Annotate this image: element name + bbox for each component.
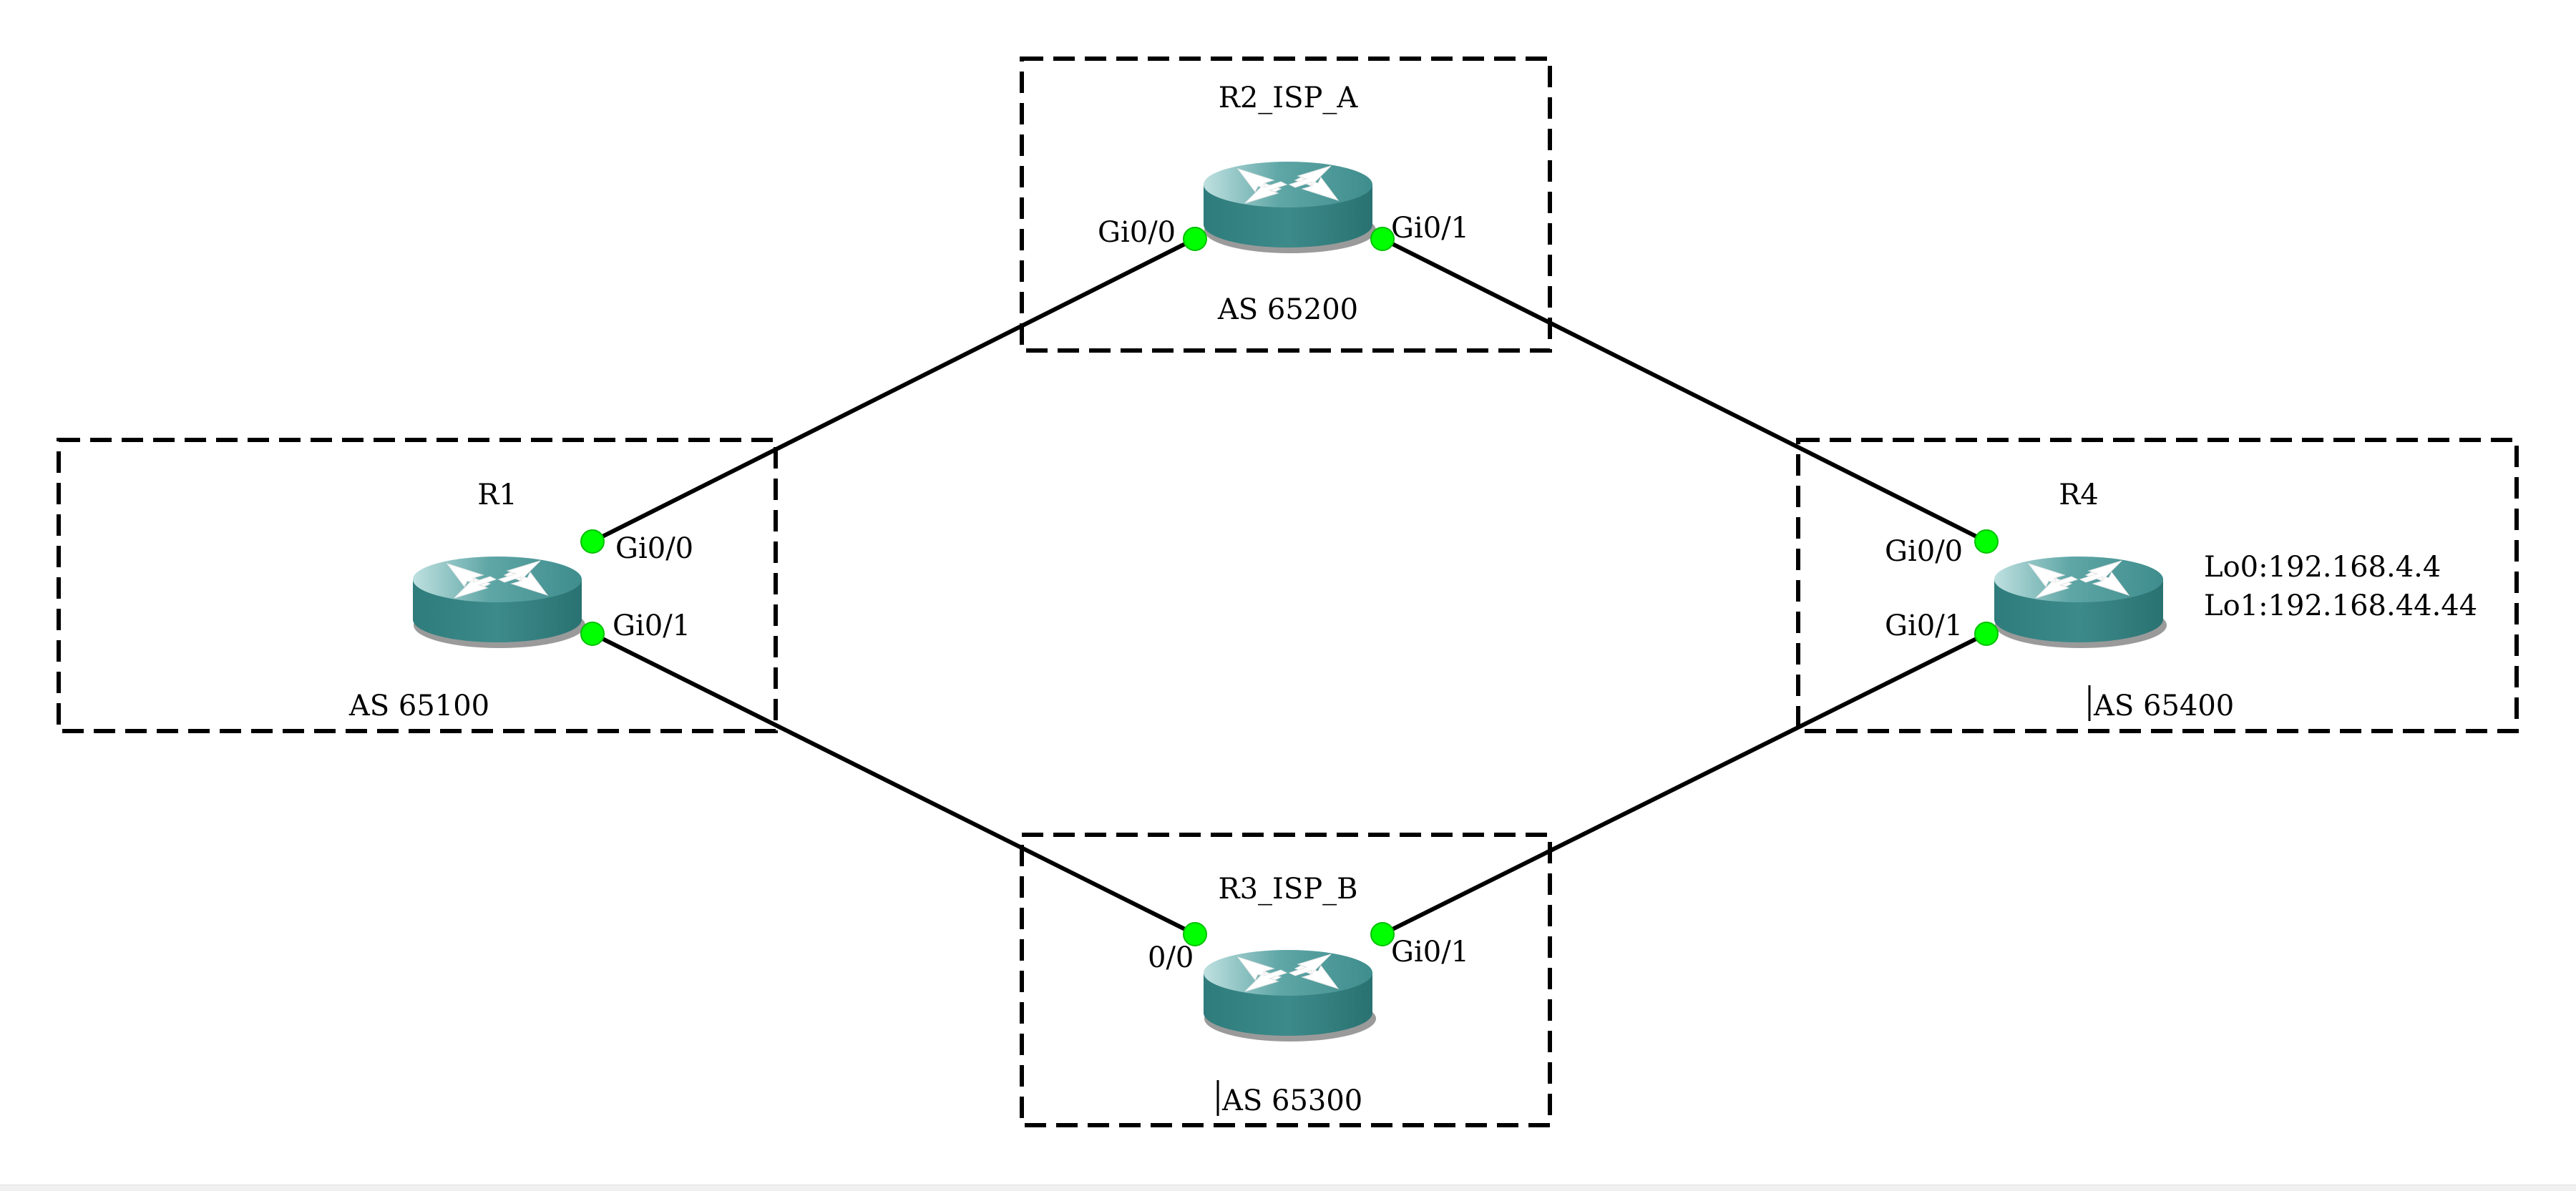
port-dot[interactable] [1370,922,1395,946]
as-label-r2: AS 65200 [1217,293,1358,326]
port-dot[interactable] [580,622,605,646]
as-label-r4: AS 65400 [2093,690,2234,722]
link-r2-r4[interactable] [1381,237,1988,544]
port-label-r1-gi0-0: Gi0/0 [615,532,693,565]
port-dot[interactable] [1974,529,1999,554]
router-r3[interactable] [1203,949,1377,1042]
router-name-r1: R1 [477,479,517,511]
router-name-r2: R2_ISP_A [1219,82,1359,114]
loopback-label-lo1: Lo1:192.168.44.44 [2204,589,2477,622]
router-r4[interactable] [1994,556,2167,649]
router-icon [1203,161,1377,254]
router-icon [1994,556,2167,649]
as-label-r3: AS 65300 [1221,1084,1362,1117]
as-label-r1: AS 65100 [348,690,489,722]
link-r1-r2[interactable] [591,237,1196,544]
port-label-r4-gi0-1: Gi0/1 [1885,609,1963,642]
as-zone-r4 [1796,438,2519,733]
link-r3-r4[interactable] [1381,632,1988,936]
port-label-r4-gi0-0: Gi0/0 [1885,535,1963,568]
router-icon [412,556,586,649]
as-zone-r1 [57,438,778,733]
port-label-r3-gi0-1: Gi0/1 [1391,936,1469,969]
port-dot[interactable] [1974,622,1999,646]
loopback-label-lo0: Lo0:192.168.4.4 [2204,551,2441,584]
router-name-r3: R3_ISP_B [1218,873,1357,906]
router-name-r4: R4 [2059,479,2099,511]
port-dot[interactable] [1183,227,1207,251]
port-label-r2-gi0-1: Gi0/1 [1391,212,1469,245]
port-label-r2-gi0-0: Gi0/0 [1098,216,1176,249]
as-zone-r3 [1020,833,1552,1127]
port-dot[interactable] [580,529,605,554]
router-r1[interactable] [412,556,586,649]
port-dot[interactable] [1183,922,1207,946]
link-r1-r3[interactable] [591,632,1196,936]
port-label-r1-gi0-1: Gi0/1 [613,609,691,642]
router-r2[interactable] [1203,161,1377,254]
canvas-bottom-edge [0,1185,2576,1191]
port-label-r3-gi0-0: 0/0 [1148,941,1194,974]
port-dot[interactable] [1370,227,1395,251]
router-icon [1203,949,1377,1042]
as-zone-r2 [1020,57,1552,353]
